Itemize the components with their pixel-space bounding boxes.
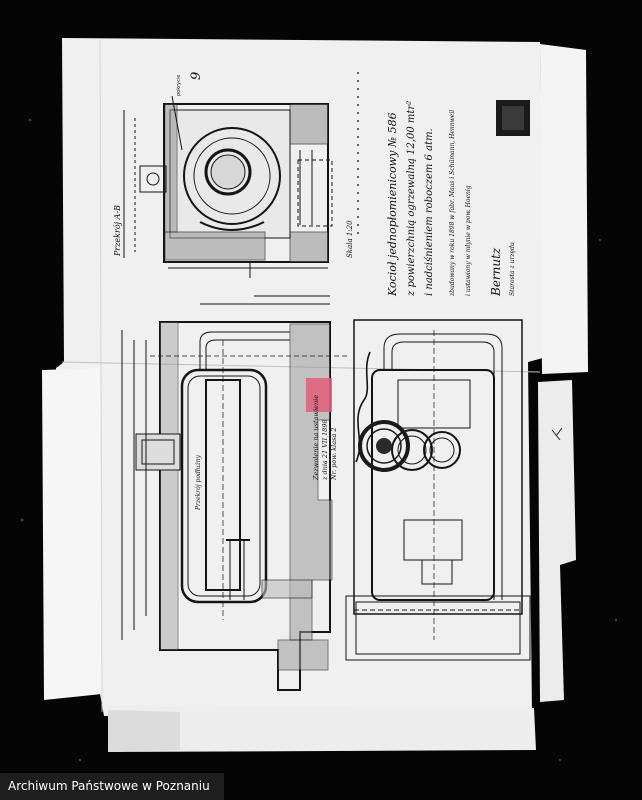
title-line-2: z powierzchnią ogrzewalną 12,00 mtr² bbox=[406, 101, 417, 297]
red-approval-stamp bbox=[306, 378, 332, 412]
title-line-4: zbudowany w roku 1898 w fabr. Maas i Sch… bbox=[449, 110, 456, 297]
title-line-3: i nadciśnieniem roboczem 6 atm. bbox=[424, 128, 435, 296]
stamp-line-2: z dnia 21 VII 1898 bbox=[321, 419, 329, 481]
section-label: Przekrój A-B bbox=[113, 205, 122, 257]
sheet-number: 9 bbox=[189, 72, 204, 80]
centre-signature-mark bbox=[355, 351, 371, 463]
signature-subtitle: Starosta z urzędu bbox=[509, 242, 516, 296]
view-label: Przekrój podłużny bbox=[195, 454, 202, 511]
scale-label: Skala 1:20 bbox=[346, 220, 354, 258]
archive-round-stamp bbox=[358, 420, 410, 472]
section-view-top bbox=[123, 95, 333, 278]
signature: Bernutz bbox=[489, 247, 503, 297]
title-block: Kocioł jednopłomienicowy № 586 z powierz… bbox=[346, 72, 516, 297]
plan-view bbox=[345, 319, 531, 661]
title-line-5: i ustawiony w młynie w pow. Hoenig bbox=[465, 185, 472, 296]
approval-text-block: Zezwolenie na ustawienie z dnia 21 VII 1… bbox=[312, 395, 338, 481]
film-grain bbox=[21, 119, 617, 761]
svg-text:pokrycie: pokrycie bbox=[176, 75, 182, 96]
stamp-line-1: Zezwolenie na ustawienie bbox=[312, 395, 320, 481]
title-line-1: Kocioł jednopłomienicowy № 586 bbox=[386, 112, 399, 297]
archive-caption: Archiwum Państwowe w Poznaniu bbox=[0, 773, 224, 800]
stamp-line-3: Nr. pow. klasa 2 bbox=[330, 427, 338, 481]
